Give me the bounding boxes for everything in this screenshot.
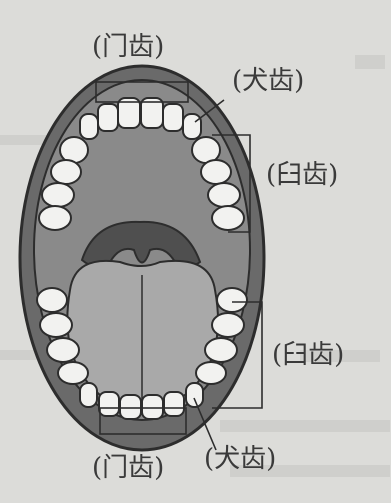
label-canine-bottom: (犬齿)	[204, 446, 276, 472]
lower-molar	[205, 338, 237, 362]
upper-incisor	[163, 104, 183, 131]
upper-molar	[39, 206, 71, 230]
lower-molar	[217, 288, 247, 312]
upper-molar	[212, 206, 244, 230]
upper-molar	[201, 160, 231, 184]
upper-canine	[183, 114, 201, 139]
lower-canine	[186, 383, 203, 407]
upper-molar	[42, 183, 74, 207]
label-incisor-top: (门齿)	[92, 34, 164, 60]
upper-canine	[80, 114, 98, 139]
label-molar-bottom: (臼齿)	[272, 342, 344, 368]
upper-molar	[51, 160, 81, 184]
lower-incisor	[164, 392, 184, 416]
label-molar-top: (臼齿)	[266, 162, 338, 188]
label-canine-top: (犬齿)	[232, 68, 304, 94]
upper-incisor	[98, 104, 118, 131]
lower-molar	[58, 362, 88, 384]
lower-incisor	[99, 392, 119, 416]
lower-incisor	[142, 395, 163, 419]
upper-molar	[208, 183, 240, 207]
lower-molar	[196, 362, 226, 384]
lower-molar	[47, 338, 79, 362]
label-incisor-bottom: (门齿)	[92, 455, 164, 481]
lower-molar	[37, 288, 67, 312]
lower-canine	[80, 383, 97, 407]
lower-incisor	[120, 395, 141, 419]
lower-molar	[40, 313, 72, 337]
lower-molar	[212, 313, 244, 337]
